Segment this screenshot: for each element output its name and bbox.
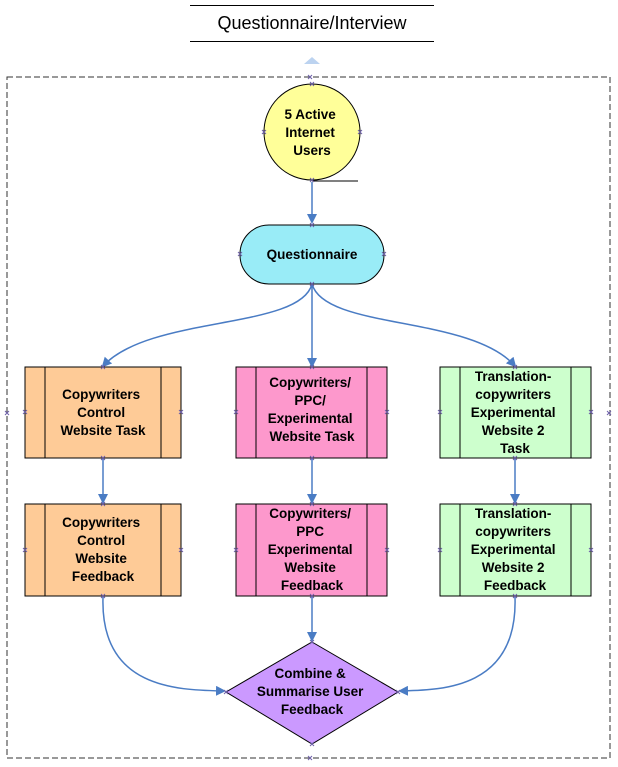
connection-point-icon (395, 689, 401, 695)
connection-point-icon (100, 455, 106, 461)
connection-point-icon (309, 81, 315, 87)
connection-point-icon (309, 222, 315, 228)
connection-point-icon (384, 547, 390, 553)
connection-point-icon (384, 409, 390, 415)
connection-point-icon (381, 251, 387, 257)
translation-task-node[interactable]: Translation- copywriters Experimental We… (439, 366, 592, 459)
connection-point-icon (307, 755, 313, 761)
experimental-task-label: Copywriters/ PPC/ Experimental Website T… (268, 375, 357, 444)
connection-point-icon (357, 129, 363, 135)
translation-feedback-node[interactable]: Translation- copywriters Experimental We… (439, 503, 592, 597)
title-text: Questionnaire/Interview (217, 13, 407, 33)
connection-point-icon (512, 364, 518, 370)
control-feedback-label: Copywriters Control Website Feedback (62, 515, 144, 584)
connection-point-icon (4, 410, 10, 416)
connection-point-icon (233, 409, 239, 415)
connection-point-icon (223, 689, 229, 695)
connection-point-icon (22, 547, 28, 553)
arrow-questionnaire-translation (311, 283, 517, 368)
experimental-feedback-label: Copywriters/ PPC Experimental Website Fe… (268, 506, 357, 593)
connection-point-icon (309, 741, 315, 747)
control-feedback-node[interactable]: Copywriters Control Website Feedback (24, 503, 182, 597)
connection-point-icon (309, 281, 315, 287)
users-label: 5 Active Internet Users (284, 107, 339, 158)
connection-point-icon (178, 547, 184, 553)
dashed-boundary (6, 76, 611, 759)
questionnaire-label: Questionnaire (267, 247, 358, 262)
arrow-questionnaire-control (101, 283, 313, 368)
users-node[interactable]: 5 Active Internet Users (263, 83, 361, 181)
connection-point-icon (588, 547, 594, 553)
title-top-rule (190, 5, 434, 6)
connection-point-icon (233, 547, 239, 553)
combine-label: Combine & Summarise User Feedback (257, 666, 367, 717)
connection-point-icon (309, 501, 315, 507)
connection-point-icon (512, 501, 518, 507)
diagram-title: Questionnaire/Interview (190, 5, 434, 43)
connection-point-icon (307, 74, 313, 80)
connection-point-icon (309, 364, 315, 370)
arrow-control-feedback-combine (102, 596, 226, 696)
connection-point-icon (100, 364, 106, 370)
connection-point-icon (512, 455, 518, 461)
connection-point-icon (261, 129, 267, 135)
connection-point-icon (22, 409, 28, 415)
connection-point-icon (309, 177, 315, 183)
combine-node[interactable]: Combine & Summarise User Feedback (225, 641, 399, 745)
connection-point-icon (588, 409, 594, 415)
connection-point-icon (606, 410, 612, 416)
connection-points (4, 74, 612, 761)
connection-point-icon (437, 409, 443, 415)
experimental-feedback-node[interactable]: Copywriters/ PPC Experimental Website Fe… (235, 503, 388, 597)
connection-point-icon (100, 501, 106, 507)
connection-point-icon (237, 251, 243, 257)
connection-point-icon (178, 409, 184, 415)
translation-task-label: Translation- copywriters Experimental We… (471, 369, 560, 456)
connection-point-icon (100, 593, 106, 599)
connection-point-icon (309, 639, 315, 645)
experimental-task-node[interactable]: Copywriters/ PPC/ Experimental Website T… (235, 366, 388, 459)
translation-feedback-label: Translation- copywriters Experimental We… (471, 506, 560, 593)
title-bottom-rule (190, 41, 434, 42)
arrow-translation-feedback-combine (398, 596, 516, 696)
connection-point-icon (309, 455, 315, 461)
questionnaire-node[interactable]: Questionnaire (239, 224, 385, 285)
control-task-node[interactable]: Copywriters Control Website Task (24, 366, 182, 459)
connection-point-icon (437, 547, 443, 553)
connectors (98, 182, 520, 696)
control-task-label: Copywriters Control Website Task (60, 387, 146, 438)
connection-point-icon (512, 593, 518, 599)
boundary-handle-icon (304, 57, 320, 64)
connection-point-icon (309, 593, 315, 599)
